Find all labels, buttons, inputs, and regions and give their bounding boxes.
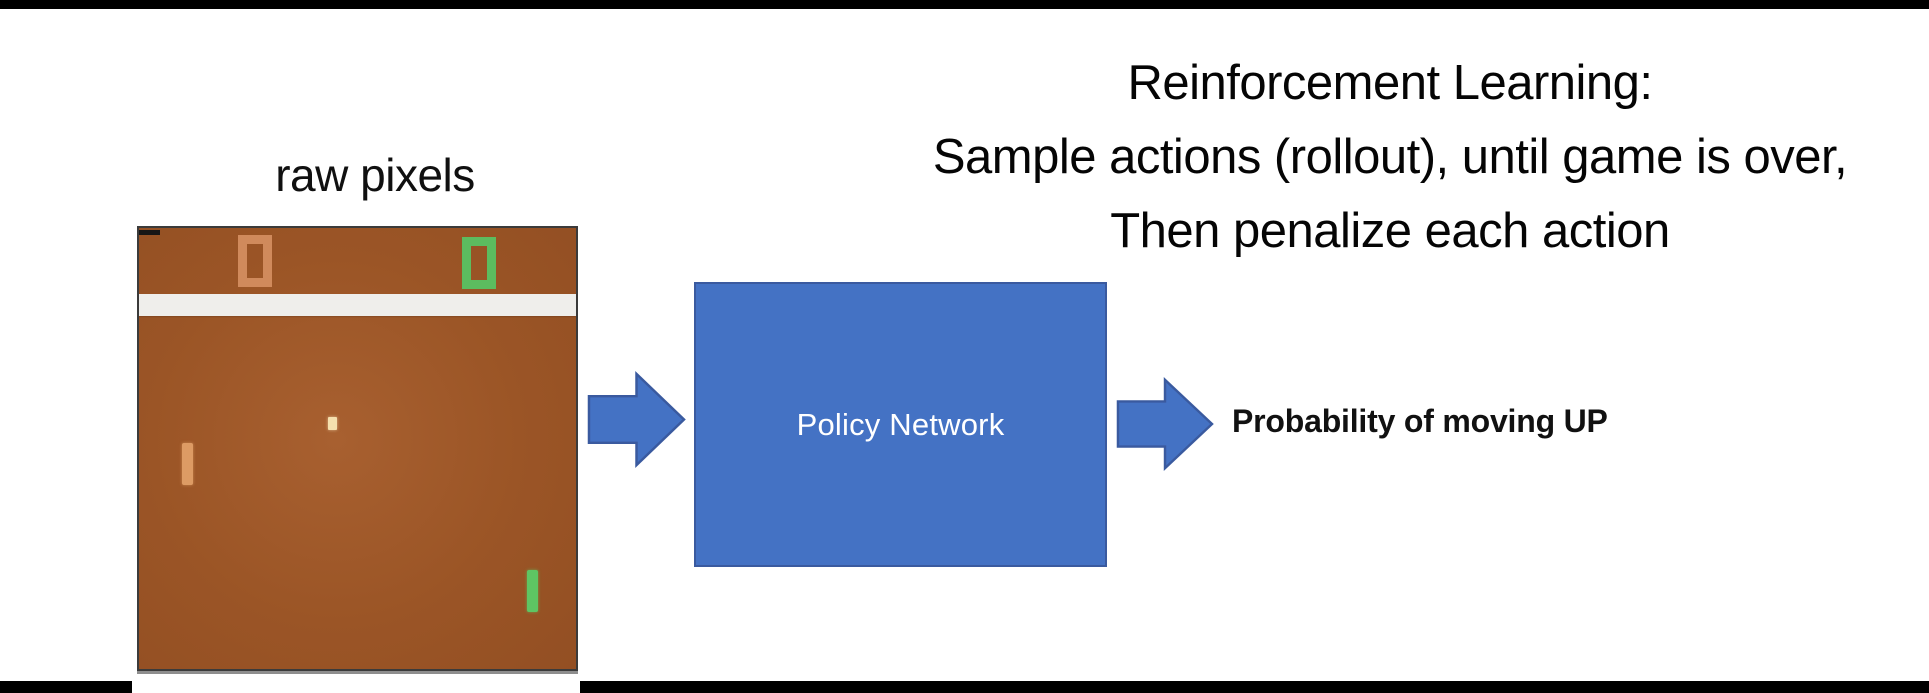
right-block-arrow-icon <box>587 371 686 468</box>
raw-pixels-caption: raw pixels <box>275 149 475 201</box>
game-bottom-shadow-line <box>137 671 578 674</box>
title-line-3: Then penalize each action <box>1110 204 1670 258</box>
title-line-2: Sample actions (rollout), until game is … <box>932 130 1848 184</box>
slide-title: Reinforcement Learning: Sample actions (… <box>850 46 1929 268</box>
output-flow-arrow <box>1116 377 1214 471</box>
probability-output-label: Probability of moving UP <box>1232 403 1608 439</box>
policy-network-label: Policy Network <box>796 406 1005 442</box>
bottom-letterbox-bar-left <box>0 681 132 693</box>
top-letterbox-bar <box>0 0 1929 9</box>
pong-ball <box>328 417 337 430</box>
input-flow-arrow <box>587 371 686 468</box>
playfield-divider-band <box>139 294 576 316</box>
pong-game-screenshot <box>137 226 578 671</box>
bottom-letterbox-bar-right <box>580 681 1929 693</box>
right-block-arrow-icon <box>1116 377 1214 471</box>
screen-corner-notch <box>139 230 160 235</box>
title-line-1: Reinforcement Learning: <box>1127 56 1653 110</box>
right-score-digit-zero <box>462 237 496 289</box>
left-score-digit-zero <box>238 235 272 287</box>
green-paddle <box>527 570 538 612</box>
orange-paddle <box>182 443 193 485</box>
policy-network-box: Policy Network <box>694 282 1107 567</box>
